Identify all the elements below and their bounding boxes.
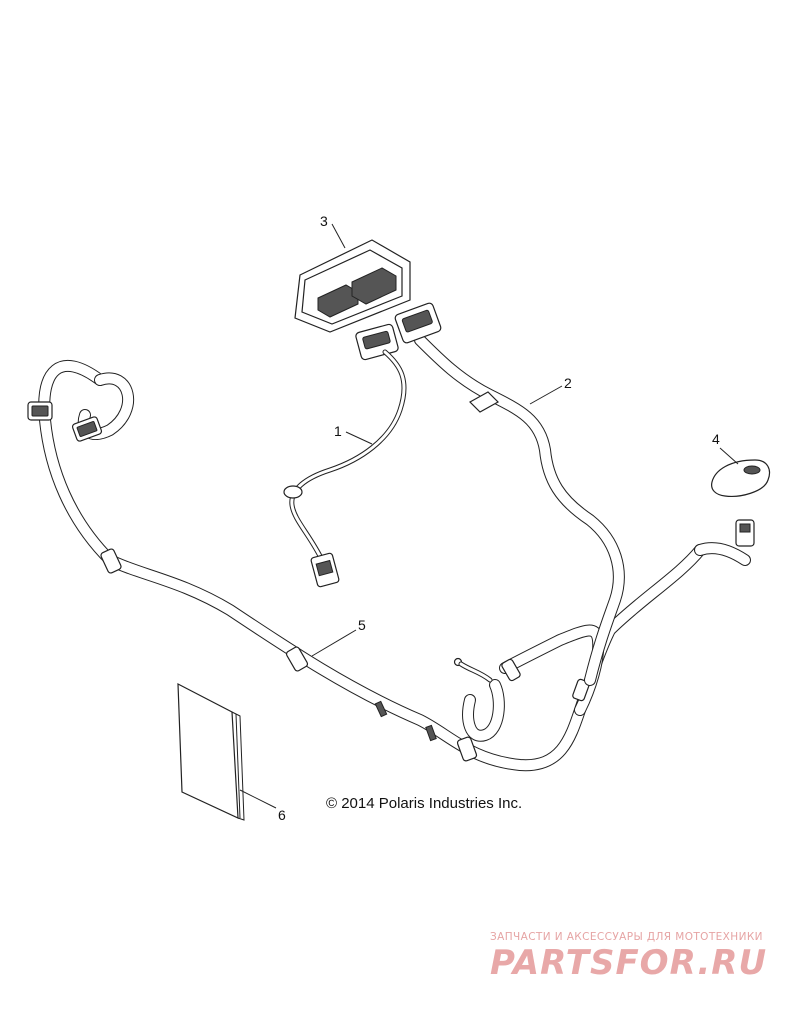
watermark-brand: PARTSFOR.RU — [490, 943, 767, 983]
callout-6: 6 — [278, 807, 286, 823]
callout-3: 3 — [320, 213, 328, 229]
harness-1 — [283, 349, 407, 588]
watermark: ЗАПЧАСТИ И АКСЕССУАРЫ ДЛЯ МОТОТЕХНИКИ PA… — [490, 931, 767, 983]
ecu-module — [294, 239, 411, 333]
callout-5: 5 — [358, 617, 366, 633]
callout-1: 1 — [334, 423, 342, 439]
manual-6 — [177, 682, 245, 821]
callout-4: 4 — [712, 431, 720, 447]
harness-2 — [355, 302, 625, 686]
callout-2: 2 — [564, 375, 572, 391]
copyright-notice: © 2014 Polaris Industries Inc. — [326, 795, 522, 812]
callouts: 3 2 1 4 5 6 — [239, 213, 739, 823]
watermark-tagline: ЗАПЧАСТИ И АКСЕССУАРЫ ДЛЯ МОТОТЕХНИКИ — [490, 931, 763, 943]
sensor-4 — [711, 459, 771, 497]
